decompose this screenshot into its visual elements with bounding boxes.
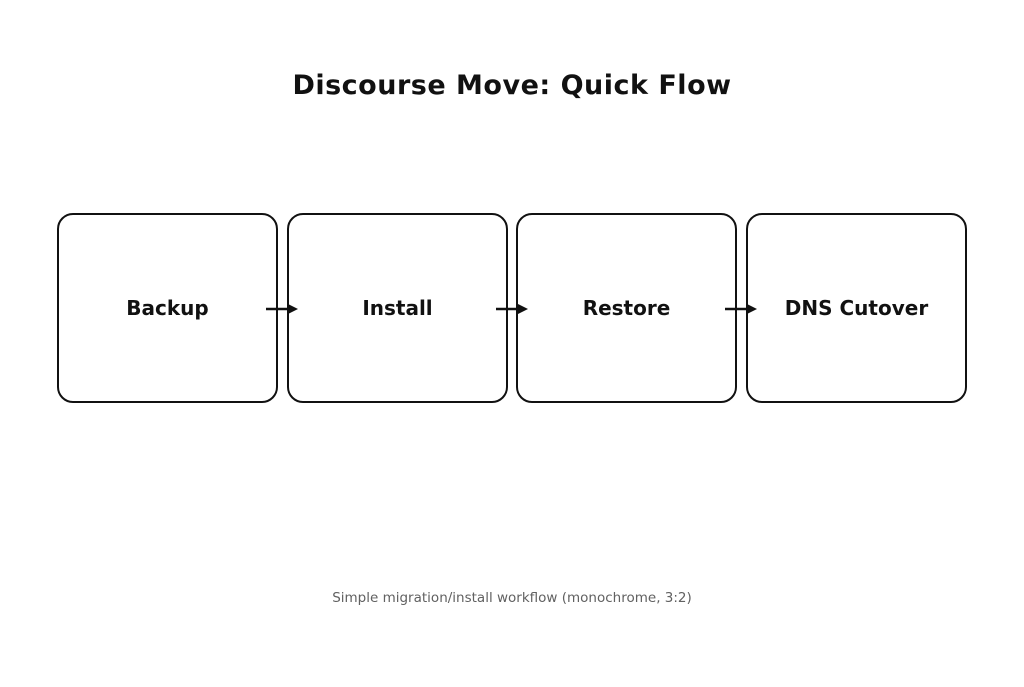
flow-step-label: Install (362, 296, 433, 320)
flow-step-label: DNS Cutover (784, 296, 929, 320)
diagram-caption: Simple migration/install workflow (monoc… (332, 590, 692, 606)
flow-step-label: Restore (582, 296, 671, 320)
flow-step-label: Backup (126, 296, 209, 320)
arrow-right-icon (725, 301, 757, 317)
arrow-right-icon (496, 301, 528, 317)
page-title: Discourse Move: Quick Flow (292, 70, 732, 101)
flow-step-dns-cutover: DNS Cutover (746, 213, 967, 403)
flow-step-install: Install (287, 213, 508, 403)
flow-step-restore: Restore (516, 213, 737, 403)
arrow-right-icon (266, 301, 298, 317)
flow-step-backup: Backup (57, 213, 278, 403)
